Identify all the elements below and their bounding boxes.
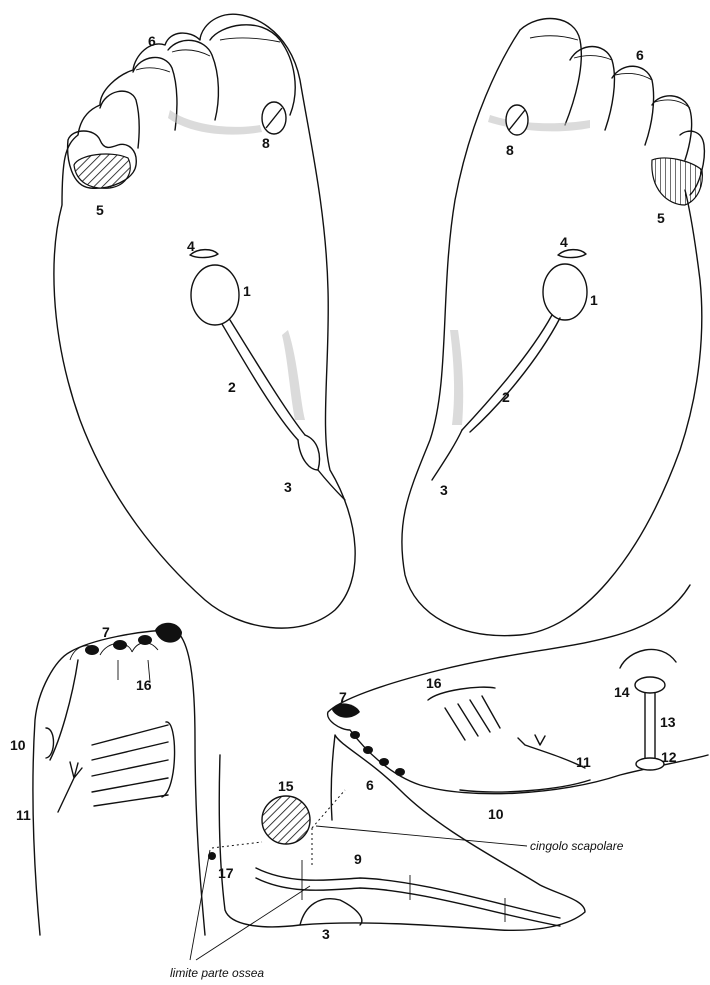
dorsum-nail-big	[155, 623, 182, 643]
label-16-dorsum: 16	[136, 677, 152, 693]
label-8-left: 8	[262, 135, 270, 151]
label-1-left: 1	[243, 283, 251, 299]
label-7-lateral: 7	[339, 689, 347, 705]
right-big-toe	[520, 19, 581, 125]
label-11-lateral: 11	[576, 754, 591, 770]
label-10-lateral: 10	[488, 806, 504, 822]
caption-cingolo-scapolare: cingolo scapolare	[530, 839, 624, 853]
right-foot-sole	[402, 19, 705, 636]
label-10-dorsum: 10	[10, 737, 26, 753]
label-5-right: 5	[657, 210, 665, 226]
label-15: 15	[278, 778, 294, 794]
label-14: 14	[614, 684, 630, 700]
right-hatched-area-5	[652, 158, 703, 205]
label-7-dorsum: 7	[102, 624, 110, 640]
label-9: 9	[354, 851, 362, 867]
caption-limite-parte-ossea: limite parte ossea	[170, 966, 264, 980]
label-4-right: 4	[560, 234, 568, 250]
label-13: 13	[660, 714, 676, 730]
foot-dorsum	[33, 623, 205, 935]
foot-medial	[208, 735, 585, 930]
label-2-right: 2	[502, 389, 510, 405]
medial-circle-15	[262, 796, 310, 844]
label-17: 17	[218, 865, 234, 881]
cingolo-leader	[316, 826, 527, 846]
right-tube-2	[462, 315, 552, 430]
limite-leader-2	[196, 886, 310, 960]
label-11-dorsum: 11	[16, 807, 31, 823]
label-3-left: 3	[284, 479, 292, 495]
dorsum-lines-16	[92, 722, 175, 806]
label-1-right: 1	[590, 292, 598, 308]
foot-lateral	[328, 585, 708, 794]
label-5-left: 5	[96, 202, 104, 218]
right-oval-1	[543, 264, 587, 320]
lateral-nail-7	[332, 703, 360, 717]
left-oval-1	[191, 265, 239, 325]
label-4-left: 4	[187, 238, 195, 254]
label-6-right: 6	[636, 47, 644, 63]
right-shape-4	[558, 250, 586, 258]
label-12: 12	[661, 749, 677, 765]
left-toe-4	[100, 91, 139, 148]
label-8-right: 8	[506, 142, 514, 158]
dorsum-outline	[33, 630, 205, 935]
label-6-left: 6	[148, 33, 156, 49]
label-2-left: 2	[228, 379, 236, 395]
left-foot-sole	[54, 14, 355, 628]
label-3-medial: 3	[322, 926, 330, 942]
dorsum-branch-11	[58, 762, 82, 812]
left-hatched-area-5	[74, 154, 130, 188]
label-6-lateral: 6	[366, 777, 374, 793]
label-16-lateral: 16	[426, 675, 442, 691]
lateral-lines-16	[428, 687, 500, 740]
label-3-right: 3	[440, 482, 448, 498]
